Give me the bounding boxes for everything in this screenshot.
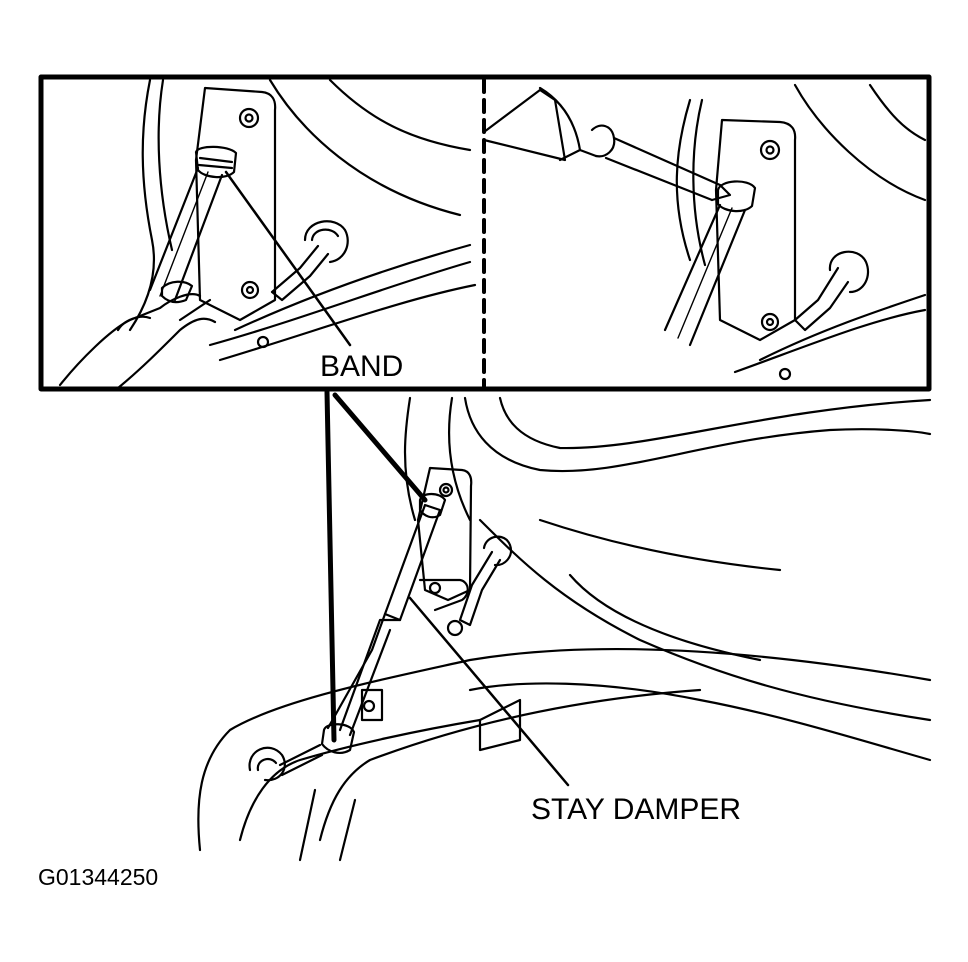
band-leader-line <box>224 170 352 347</box>
stay-damper-label: STAY DAMPER <box>531 793 742 826</box>
left-inset-detail <box>58 78 477 390</box>
stay-damper-strut <box>320 492 447 754</box>
main-view <box>197 396 932 862</box>
band-label: BAND <box>320 350 404 383</box>
stay-damper-leader-line <box>408 596 570 787</box>
figure-code: G01344250 <box>38 864 159 890</box>
screwdriver-icon <box>482 86 732 202</box>
connector-lines <box>324 389 428 743</box>
right-inset-detail <box>482 83 927 381</box>
